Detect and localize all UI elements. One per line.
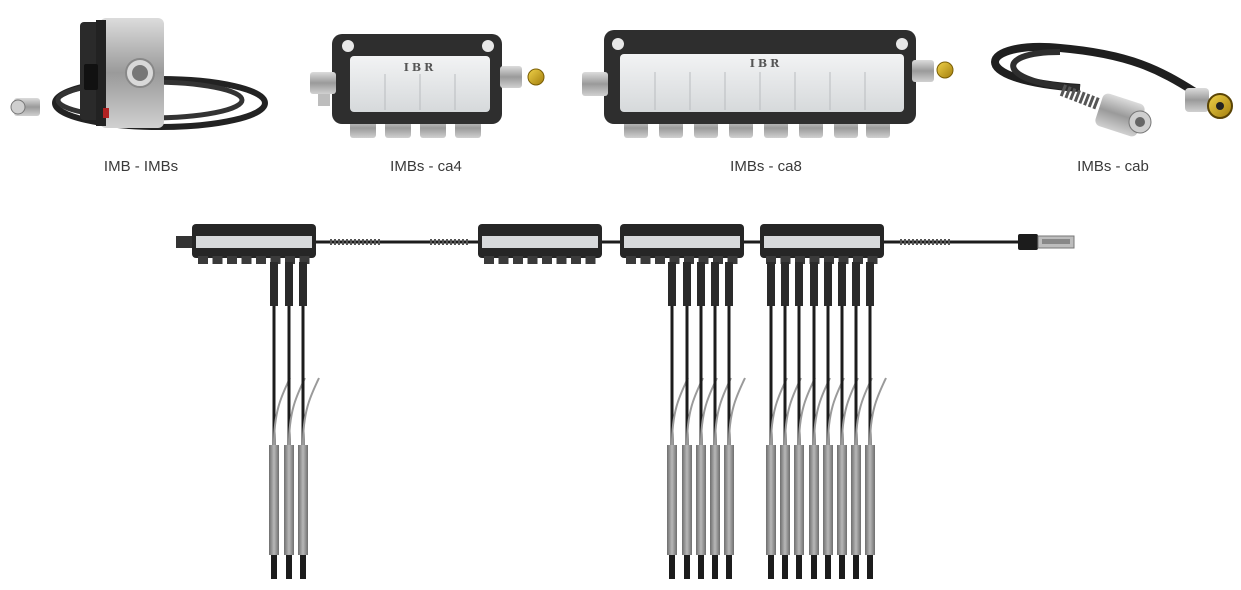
imbs-ca8-hub-image: IBR xyxy=(582,30,954,138)
hub-port xyxy=(640,256,651,264)
hub-port xyxy=(626,256,636,264)
hub-port xyxy=(227,256,237,264)
hub-port xyxy=(270,256,281,264)
probe-cable xyxy=(298,262,320,579)
ca8-logo: IBR xyxy=(750,57,783,70)
ca4-logo: IBR xyxy=(404,61,437,74)
hub-port xyxy=(241,256,252,264)
hub-port xyxy=(766,256,776,264)
usb-plug-icon xyxy=(1018,234,1075,250)
hub-port xyxy=(484,256,494,264)
imbs-ca4-hub-image: IBR xyxy=(310,34,545,138)
probe-cable xyxy=(724,262,746,579)
caption-imbs-ca8: IMBs - ca8 xyxy=(730,158,802,175)
hub-port xyxy=(669,256,680,264)
hub-port xyxy=(698,256,709,264)
hub-port xyxy=(498,256,509,264)
hub-port xyxy=(556,256,567,264)
probe-cable xyxy=(865,262,887,579)
imb-imbs-interface-image xyxy=(10,18,268,130)
system-assembly-image xyxy=(176,224,1075,579)
hub-port xyxy=(285,256,295,264)
hub-port xyxy=(256,256,266,264)
hub-port xyxy=(867,256,878,264)
hub-port xyxy=(585,256,596,264)
caption-imb-imbs: IMB - IMBs xyxy=(103,158,179,175)
hub-port xyxy=(713,256,723,264)
imbs-cab-cable-image xyxy=(991,43,1233,137)
hub-port xyxy=(838,256,849,264)
hub-port xyxy=(655,256,665,264)
hub-port xyxy=(795,256,805,264)
hub-port xyxy=(853,256,863,264)
hub-port xyxy=(299,256,310,264)
hub-port xyxy=(212,256,223,264)
hub-port xyxy=(727,256,738,264)
hub-port xyxy=(824,256,834,264)
caption-imbs-ca4: IMBs - ca4 xyxy=(390,158,462,175)
hub-port xyxy=(684,256,694,264)
hub-port xyxy=(542,256,552,264)
caption-imbs-cab: IMBs - cab xyxy=(1077,158,1149,175)
hub-port xyxy=(527,256,538,264)
hub-port xyxy=(513,256,523,264)
hub-port xyxy=(780,256,791,264)
hub-port xyxy=(809,256,820,264)
hub-port xyxy=(571,256,581,264)
hub-port xyxy=(198,256,208,264)
